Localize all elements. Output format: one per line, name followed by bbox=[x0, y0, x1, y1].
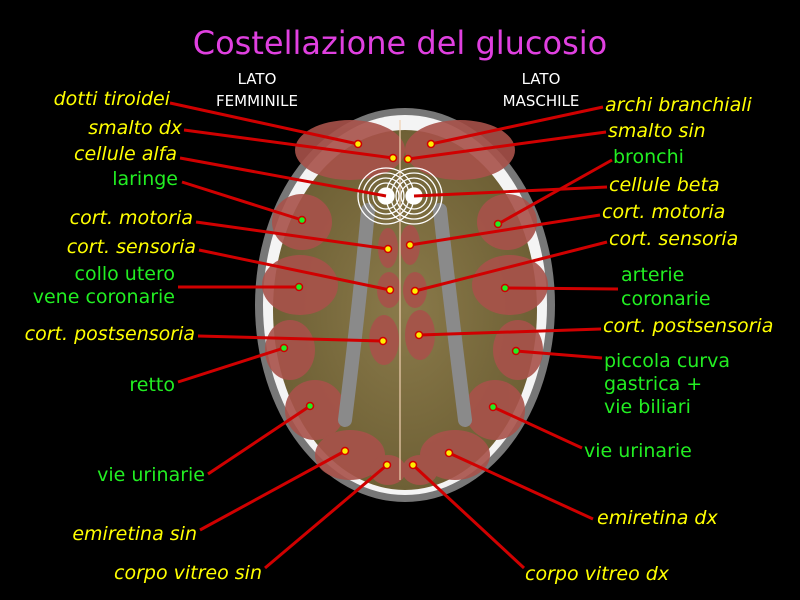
label-gastrica: gastrica + bbox=[604, 373, 702, 395]
label-piccola-curva: piccola curva bbox=[604, 350, 730, 372]
cortex-regions bbox=[262, 120, 548, 485]
ventricles bbox=[338, 203, 472, 427]
side-label-right-1: LATO bbox=[522, 70, 561, 88]
label-arterie: arterie bbox=[621, 264, 684, 286]
label-vie-biliari: vie biliari bbox=[604, 396, 691, 418]
side-label-left-1: LATO bbox=[238, 70, 277, 88]
label-cellule-beta: cellule beta bbox=[609, 174, 720, 196]
label-cort-sensoria-left: cort. sensoria bbox=[67, 236, 196, 258]
label-coronarie: coronarie bbox=[621, 288, 711, 310]
label-smalto-sin: smalto sin bbox=[608, 120, 706, 142]
diagram-title: Costellazione del glucosio bbox=[193, 24, 607, 62]
label-cort-postsensoria-left: cort. postsensoria bbox=[25, 323, 195, 345]
label-cort-sensoria-right: cort. sensoria bbox=[609, 228, 738, 250]
label-emiretina-dx: emiretina dx bbox=[597, 507, 718, 529]
label-archi-branchiali: archi branchiali bbox=[605, 94, 753, 116]
label-cort-postsensoria-right: cort. postsensoria bbox=[603, 315, 773, 337]
label-corpo-vitreo-dx: corpo vitreo dx bbox=[525, 563, 670, 585]
leader-lines bbox=[169, 101, 619, 570]
label-retto: retto bbox=[129, 374, 175, 396]
label-vene-coronarie: vene coronarie bbox=[33, 286, 175, 308]
label-laringe: laringe bbox=[112, 168, 178, 190]
side-label-right-2: MASCHILE bbox=[503, 92, 580, 110]
label-emiretina-sin: emiretina sin bbox=[72, 523, 197, 545]
left-labels: dotti tiroidei smalto dx cellule alfa la… bbox=[25, 88, 262, 584]
label-dotti-tiroidei: dotti tiroidei bbox=[54, 88, 171, 110]
label-corpo-vitreo-sin: corpo vitreo sin bbox=[114, 562, 262, 584]
side-label-left-2: FEMMINILE bbox=[216, 92, 298, 110]
label-cort-motoria-left: cort. motoria bbox=[70, 207, 193, 229]
label-cellule-alfa: cellule alfa bbox=[74, 143, 177, 165]
label-cort-motoria-right: cort. motoria bbox=[602, 201, 725, 223]
label-bronchi: bronchi bbox=[613, 146, 684, 168]
label-vie-urinarie-right: vie urinarie bbox=[584, 440, 692, 462]
label-vie-urinarie-left: vie urinarie bbox=[97, 464, 205, 486]
marker-dots bbox=[279, 139, 521, 470]
right-labels: archi branchiali smalto sin bronchi cell… bbox=[525, 94, 773, 585]
label-collo-utero: collo utero bbox=[75, 263, 176, 285]
label-smalto-dx: smalto dx bbox=[88, 117, 183, 139]
brain-ct-scan bbox=[255, 108, 555, 502]
